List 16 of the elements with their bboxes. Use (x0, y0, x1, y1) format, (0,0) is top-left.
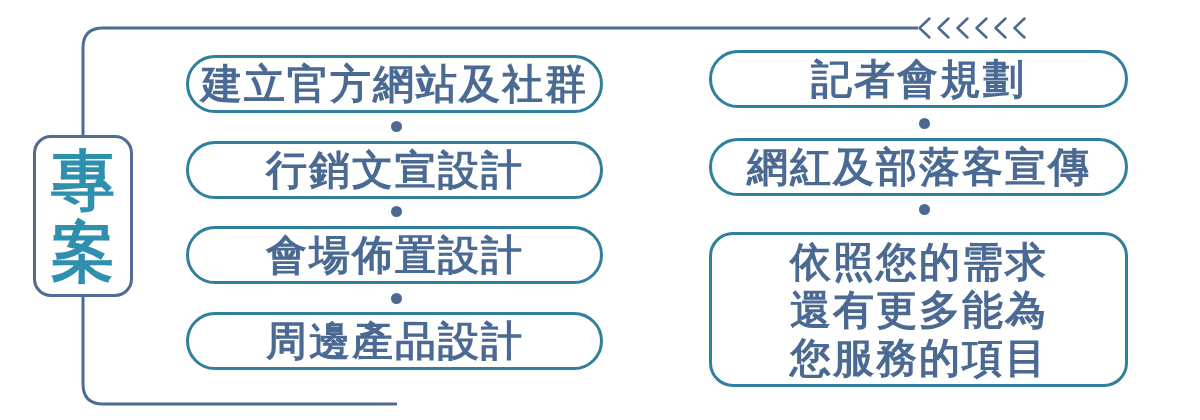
item-text: 建立官方網站及社群 (201, 60, 588, 108)
topic-box (33, 135, 133, 297)
rounded-box (709, 50, 1128, 108)
rounded-box (186, 312, 603, 370)
topic-text: 專案 (50, 144, 116, 288)
rounded-box (186, 141, 603, 199)
item-text: 網紅及部落客宣傳 (746, 143, 1091, 191)
item-text: 會場佈置設計 (265, 231, 524, 279)
rounded-box (186, 226, 603, 284)
rounded-box (709, 138, 1128, 196)
rounded-box (186, 55, 603, 113)
rounded-box (709, 232, 1128, 387)
item-text: 周邊產品設計 (265, 317, 524, 365)
item-text: 記者會規劃 (811, 55, 1026, 103)
item-text: 依照您的需求還有更多能為您服務的項目 (788, 237, 1049, 382)
item-text: 行銷文宣設計 (265, 146, 524, 194)
